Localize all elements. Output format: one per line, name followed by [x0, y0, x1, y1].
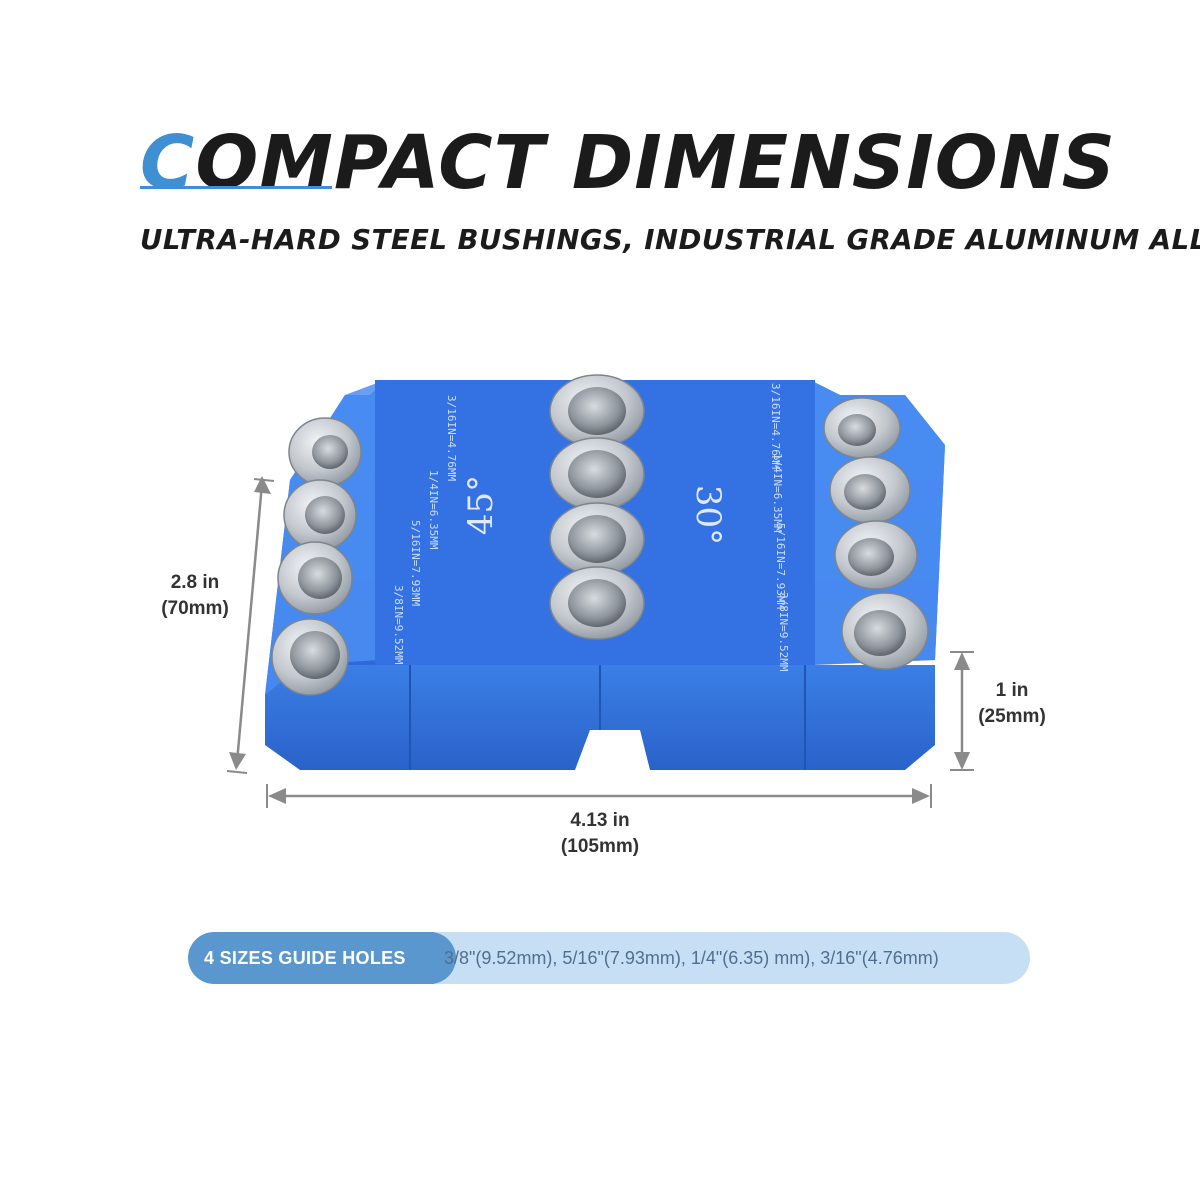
- depth-dimension-arrow: [950, 651, 974, 771]
- guide-holes-banner: 4 SIZES GUIDE HOLES 3/8"(9.52mm), 5/16"(…: [188, 932, 1030, 984]
- left-bushings: [271, 417, 362, 696]
- bushing-hole: [312, 435, 348, 469]
- height-imperial: 2.8 in: [170, 572, 220, 593]
- engraving-text: 3/16IN=4.76MM: [445, 395, 458, 481]
- bushing-hole: [305, 496, 345, 534]
- guide-holes-values: 3/8"(9.52mm), 5/16"(7.93mm), 1/4"(6.35) …: [444, 948, 939, 968]
- width-dimension-label: 4.13 in (105mm): [540, 808, 660, 860]
- engraving-right: 3/16IN=4.76MM 1/4IN=6.35MM 5/16IN=7.93MM…: [769, 383, 790, 672]
- guide-holes-banner-label-bg: [188, 932, 456, 984]
- title-first-letter: C: [140, 120, 196, 206]
- engraving-text: 1/4IN=6.35MM: [771, 453, 784, 533]
- width-dimension-arrow: [266, 784, 932, 808]
- height-dimension-arrow: [226, 476, 275, 774]
- right-bushings: [823, 397, 929, 670]
- height-dimension-label: 2.8 in (70mm): [140, 570, 250, 622]
- bushing-hole: [290, 631, 340, 679]
- page-subtitle: ULTRA-HARD STEEL BUSHINGS, INDUSTRIAL GR…: [140, 224, 1200, 256]
- depth-dimension-label: 1 in (25mm): [962, 678, 1062, 730]
- bushing-hole: [568, 579, 626, 627]
- bushing-hole: [298, 557, 342, 599]
- bushing-hole: [848, 538, 894, 576]
- page-title: COMPACT DIMENSIONS: [140, 118, 1115, 208]
- width-metric: (105mm): [560, 836, 640, 857]
- height-metric: (70mm): [161, 598, 229, 619]
- title-rest: OMPACT DIMENSIONS: [195, 120, 1116, 206]
- engraving-left: 3/16IN=4.76MM 1/4IN=6.35MM 5/16IN=7.93MM…: [392, 395, 458, 665]
- engraving-text: 1/4IN=6.35MM: [427, 470, 440, 550]
- engraving-text: 5/16IN=7.93MM: [774, 523, 787, 609]
- engraving-text: 5/16IN=7.93MM: [409, 520, 422, 606]
- title-accent-underline: [140, 186, 332, 189]
- bushing-hole: [568, 450, 626, 498]
- engraving-text: 3/8IN=9.52MM: [392, 585, 405, 665]
- angle-label-left: 45°: [461, 475, 501, 535]
- bushing-hole: [854, 610, 906, 656]
- v-groove: [590, 730, 640, 770]
- center-bushings: [549, 374, 645, 640]
- bushing-hole: [838, 414, 876, 446]
- depth-metric: (25mm): [978, 706, 1046, 727]
- angle-label-right: 30°: [688, 485, 728, 545]
- engraving-text: 3/16IN=4.76MM: [769, 383, 782, 469]
- width-imperial: 4.13 in: [570, 810, 630, 831]
- bushing-hole: [844, 474, 886, 510]
- depth-imperial: 1 in: [995, 680, 1029, 701]
- engraving-text: 3/8IN=9.52MM: [777, 592, 790, 672]
- guide-holes-label: 4 SIZES GUIDE HOLES: [204, 948, 406, 968]
- bushing-hole: [568, 515, 626, 563]
- bushing-hole: [568, 387, 626, 435]
